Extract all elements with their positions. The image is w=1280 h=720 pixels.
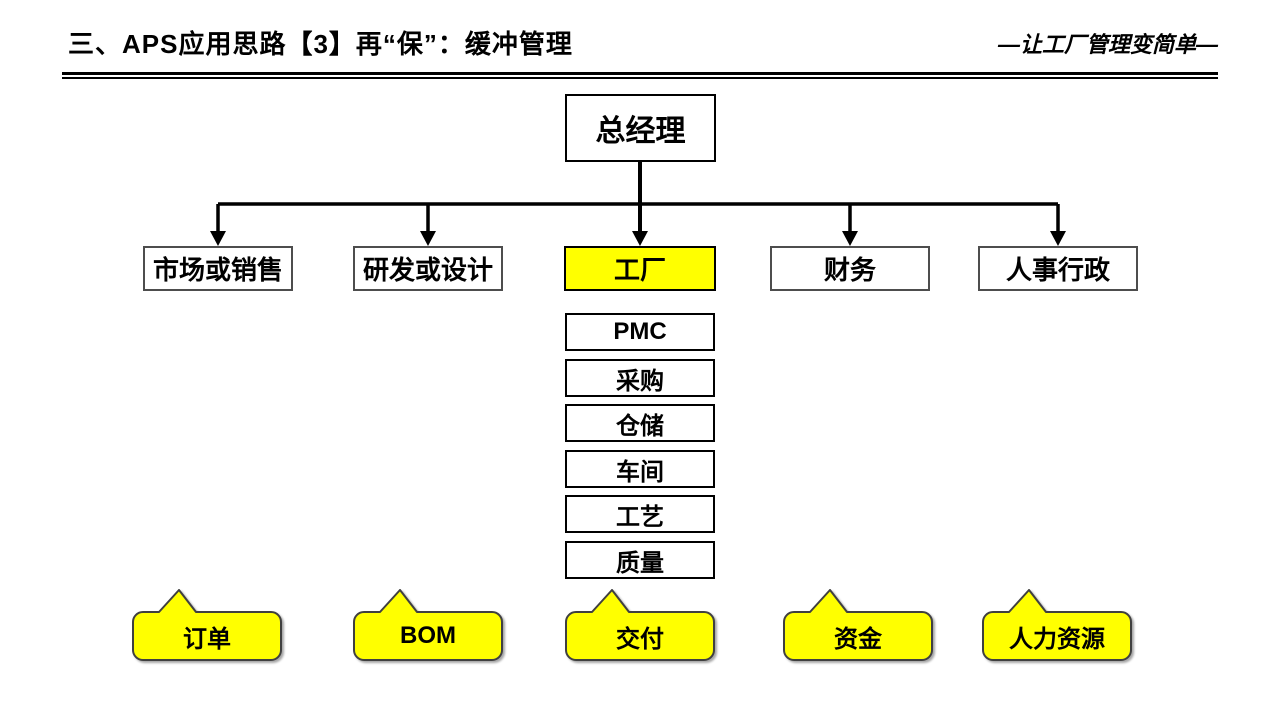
org-node-finance: 财务: [770, 246, 930, 291]
factory-subunit-purchasing: 采购: [565, 359, 715, 397]
subunit-label: 采购: [616, 367, 664, 395]
arrow-down-icon: [632, 231, 648, 246]
org-node-label: 财务: [823, 255, 876, 285]
page-title: 三、APS应用思路【3】再“保”：缓冲管理: [68, 29, 573, 59]
callout-label: 订单: [183, 625, 231, 653]
callout-bubble-shape: [565, 589, 715, 661]
org-node-label: 研发或设计: [362, 255, 493, 285]
org-node-marketing-sales: 市场或销售: [143, 246, 293, 291]
org-node-rnd-design: 研发或设计: [353, 246, 503, 291]
buffer-callout-order: 订单: [132, 588, 282, 661]
arrow-down-icon: [842, 231, 858, 246]
subunit-label: 车间: [616, 458, 664, 486]
callout-label: BOM: [400, 622, 456, 649]
factory-subunit-pmc: PMC: [565, 313, 715, 351]
buffer-callout-human-resources: 人力资源: [982, 588, 1132, 661]
factory-subunit-quality: 质量: [565, 541, 715, 579]
factory-subunit-process: 工艺: [565, 495, 715, 533]
subunit-label: 工艺: [616, 503, 664, 531]
org-node-label: 市场或销售: [152, 255, 283, 285]
callout-bubble-shape: [982, 589, 1132, 661]
arrow-down-icon: [420, 231, 436, 246]
org-node-hr-admin: 人事行政: [978, 246, 1138, 291]
header-divider: [62, 72, 1218, 79]
header-slogan: —让工厂管理变简单—: [997, 32, 1218, 57]
subunit-label: 仓储: [616, 412, 664, 440]
buffer-callout-delivery: 交付: [565, 588, 715, 661]
org-node-factory-highlighted: 工厂: [564, 246, 716, 291]
factory-subunit-warehouse: 仓储: [565, 404, 715, 442]
callout-label: 资金: [834, 625, 882, 653]
org-node-label: 工厂: [613, 255, 666, 285]
arrow-down-icon: [1050, 231, 1066, 246]
subunit-label: 质量: [616, 549, 664, 577]
arrow-down-icon: [210, 231, 226, 246]
callout-label: 交付: [616, 625, 664, 653]
callout-bubble-shape: [783, 589, 933, 661]
buffer-callout-bom: BOM: [353, 588, 503, 661]
callout-label: 人力资源: [1009, 625, 1105, 653]
callout-bubble-shape: [132, 589, 282, 661]
org-node-label: 人事行政: [1005, 255, 1110, 285]
callout-bubble-shape: [353, 589, 503, 661]
factory-subunit-workshop: 车间: [565, 450, 715, 488]
buffer-callout-funds: 资金: [783, 588, 933, 661]
org-node-general-manager: 总经理: [565, 94, 716, 162]
subunit-label: PMC: [613, 318, 667, 345]
org-node-label: 总经理: [595, 115, 686, 148]
